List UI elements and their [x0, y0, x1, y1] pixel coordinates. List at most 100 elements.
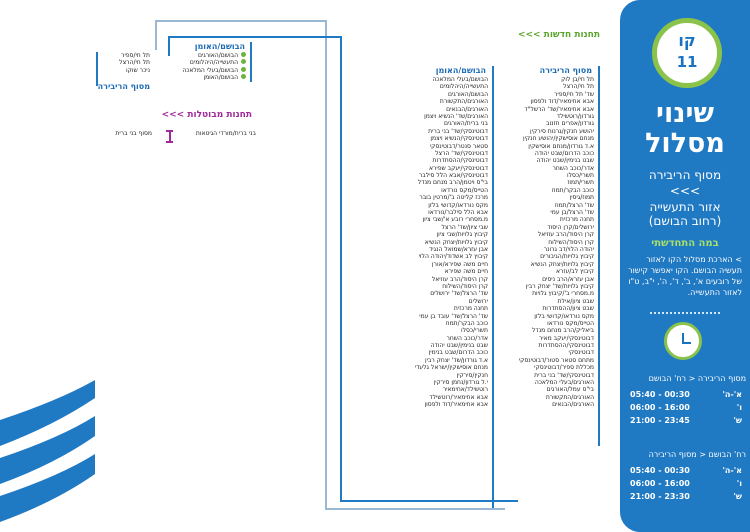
station-label: הבושם/האורגים: [197, 52, 238, 59]
schedule-times: 21:00 - 23:30: [630, 492, 690, 501]
station-label: יהודה הלוי/דב גרונר: [543, 245, 594, 253]
station-item: גורדון/אפרים חזנוב: [500, 120, 594, 127]
station-item: קרן היסוד/הרב עוזיאל: [500, 231, 594, 238]
station-label: קרן היסוד/הרב עוזיאל: [537, 231, 594, 239]
station-label: דבוטינסקי/אבא הלל סילבר: [418, 172, 488, 180]
cancelled-right: מסוף בני ברית: [115, 130, 152, 137]
station-item: דבוטינסקי/יעקב שפירא: [370, 165, 488, 172]
line-badge: קו 11: [652, 18, 722, 88]
station-item: כוכב הדרום/שבט יהודה: [500, 150, 594, 157]
line-number: 11: [676, 53, 698, 71]
station-item: אבא אחימאיר/דוד ולפסון: [500, 98, 594, 105]
station-label: כוכב הבקר/תמוז: [445, 319, 488, 327]
station-label: דבוטינסקי/הנשיא ויצמן: [430, 135, 488, 143]
station-item: קיבוץ גלויות/יצחק הנשיא: [500, 261, 594, 268]
station-label: תשרי/תמוז: [567, 179, 594, 187]
station-label: אבן עזרא/הרב ניסים: [542, 275, 594, 283]
station-item: תמוז/גיסין: [500, 194, 594, 201]
update-text: > הארכת מסלול הקו לאזור תעשיה הבושם. הקו…: [628, 255, 742, 297]
update-title: במה התחדשתי: [651, 238, 719, 249]
station-label: א.ד גורדון/מנחם אוסישקין: [528, 142, 594, 150]
station-label: גורדון/אפרים חזנוב: [546, 120, 594, 128]
station-item: ביאליק/הרב מנחם מנדל: [500, 327, 594, 334]
station-item: דבוטינסקי/שד' בני ברית: [500, 372, 594, 379]
route-line: [492, 66, 494, 508]
station-item: גורדון/רוטשילד: [500, 113, 594, 120]
station-label: האורגים/הבנאים: [446, 105, 488, 113]
route-from: מסוף הריבירה: [648, 168, 722, 182]
schedule-row: ו'06:00 - 16:00: [630, 403, 742, 414]
station-item: שבט ציון/ההסתדרות: [500, 305, 594, 312]
station-label: התעשייה/היהלומים: [439, 83, 488, 91]
station-item: מקס נורדאו/קדושי בלזן: [370, 202, 488, 209]
station-label: הבושם/בעלי המלאכה: [182, 66, 238, 74]
route-line: [598, 66, 600, 446]
route-line: [155, 20, 157, 50]
station-label: האורגים/התקשורת: [439, 98, 488, 106]
station-label: חנקין/סירקין: [456, 371, 488, 379]
info-panel: קו 11 שינוי מסלול מסוף הריבירה >>> אזור …: [620, 0, 750, 532]
schedule-times: 06:00 - 16:00: [630, 479, 690, 488]
station-label: מ.מסחרי ב'/קיבוץ גלויות: [532, 290, 594, 298]
station-item: ניכר שוקו: [100, 67, 150, 74]
station-label: תל חי/בן לוק: [561, 76, 594, 83]
cancelled-left: בני ברית/מורדי הגיטאות: [195, 130, 256, 137]
station-label: מרכז קליטה ב'/מרטין בובר: [419, 194, 488, 202]
station-label: התעשייה/היהלומים: [189, 59, 238, 67]
station-label: דבוטינסקי/ההסתדרות: [432, 157, 488, 165]
direction-2-label: רח' הבושם < מסוף הריבירה: [648, 450, 746, 459]
station-label: קיבוץ גלויות/שד' יצחק רבין: [525, 282, 594, 290]
station-label: שד' תל חי/ספיר: [554, 90, 594, 98]
schedule-row: ש'21:00 - 23:30: [630, 492, 742, 503]
station-label: א.ד גורדון/שד' יצחק רבין: [424, 356, 488, 364]
schedule-times: 21:00 - 23:45: [630, 416, 690, 425]
station-item: אדר/כוכב השחר: [500, 165, 594, 172]
station-label: תשרי/כסלו: [460, 327, 488, 335]
route-line: [155, 20, 325, 22]
station-item: יהושע חנקין/גרנות סירקין: [500, 128, 594, 135]
station-label: תשרי/כסלו: [566, 172, 594, 180]
new-stations-title: תחנות חדשות >>>: [517, 30, 600, 40]
station-label: י.ל גורדון/נחמן סירקין: [433, 379, 488, 387]
station-label: שד' הרצל/שד' ירושלים: [430, 290, 488, 298]
station-dot-icon: [241, 59, 246, 65]
station-item: מכללת ספיר/דבוטינסקי: [500, 364, 594, 371]
station-label: סטאר סנטר/דבוטינסקי: [429, 142, 488, 150]
station-item: מתחם סטאר סטור/דבוטינסקי: [500, 357, 594, 364]
station-item: שבט ציון/אילת: [500, 298, 594, 305]
col-right-header: מסוף הריבירה: [539, 66, 592, 75]
station-item: דבוטינסקי/שד' בני ברית: [370, 128, 488, 135]
station-label: הטייס/מקס נורדאו: [441, 186, 488, 194]
station-label: שבט ציון/אילת: [557, 297, 594, 305]
station-item: קיבוץ גלויות/שד' יצחק רבין: [500, 283, 594, 290]
station-dot-icon: [241, 74, 246, 80]
station-label: שבט ציון/ההסתדרות: [542, 305, 594, 313]
station-label: דבוטינסקי/יעקב שפירא: [429, 164, 488, 172]
station-label: קרן היסוד/הרב עוזיאל: [431, 275, 488, 283]
station-item: אבן עזרא/הרב ניסים: [500, 276, 594, 283]
station-label: דבוטינסקי/יעקב מאיר: [538, 334, 594, 342]
station-label: דבוטינסקי/שד' בני ברית: [428, 127, 488, 135]
station-item: האורגים/שד' הנשיא ויצמן: [370, 113, 488, 120]
station-label: דבוטינסקי/ההסתדרות: [538, 342, 594, 350]
divider: [650, 312, 720, 314]
station-item: כוכב הבקר/תמוז: [500, 187, 594, 194]
old-header-right: מסוף הריבירה: [97, 82, 150, 91]
schedule-days: א'-ה': [722, 466, 742, 475]
station-item: דבוטינסקי: [500, 349, 594, 356]
station-label: מכללת ספיר/דבוטינסקי: [534, 364, 594, 372]
station-item: שד' הרצל/בן עמי: [500, 209, 594, 216]
station-item: יהודה הלוי/דב גרונר: [500, 246, 594, 253]
station-label: שד' הרצל/בן עמי: [550, 209, 594, 217]
station-item: התעשייה/היהלומים: [370, 83, 488, 90]
station-label: תל חי/הרצל: [563, 83, 594, 91]
station-item: שד' הרצל/תמוז: [500, 202, 594, 209]
page-title-line1: שינוי: [656, 98, 714, 129]
station-label: אבא אחימאיר/שד' הרשל"ד: [524, 105, 594, 113]
station-label: אבן עזרא/שמואל הנגיד: [429, 245, 488, 253]
station-item: דבוטינסקי/הנשיא ויצמן: [370, 135, 488, 142]
station-label: מקס נורדאו/קדושי בלזן: [534, 312, 594, 320]
station-label: אבא אחימאיר/רוטשילד: [429, 393, 488, 401]
